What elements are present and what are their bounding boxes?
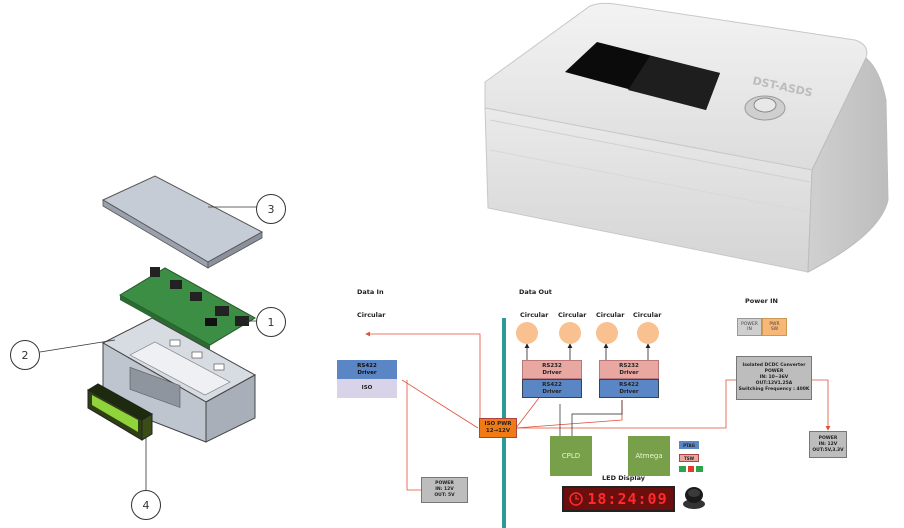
rs422-in-driver: RS422 Driver: [337, 360, 397, 379]
data-in-label: Data In: [357, 288, 384, 296]
power-sw-left: POWER IN: [737, 318, 762, 336]
rs422-driver-b: RS422 Driver: [599, 379, 659, 398]
led-indicators: [679, 466, 704, 472]
circular-connector-4: [637, 322, 659, 344]
circular-connector-3: [596, 322, 618, 344]
rs232-driver-a: RS232 Driver: [522, 360, 582, 379]
rs232-driver-b: RS232 Driver: [599, 360, 659, 379]
iso-pwr-block: ISO PWR 12→12V: [479, 418, 517, 438]
circular-out-label-2: Circular: [558, 311, 587, 319]
power-in-label: Power IN: [745, 297, 778, 305]
circular-connector-1: [516, 322, 538, 344]
power-sw-right: PWR SW: [762, 318, 787, 336]
callout-2: 2: [10, 340, 40, 370]
iso-block: ISO: [337, 379, 397, 398]
circular-connector-2: [559, 322, 581, 344]
clock-icon: [569, 492, 584, 506]
rs422-driver-a: RS422 Driver: [522, 379, 582, 398]
callout-4: 4: [131, 490, 161, 520]
circular-out-label-3: Circular: [596, 311, 625, 319]
circular-out-label-1: Circular: [520, 311, 549, 319]
callout-3: 3: [256, 194, 286, 224]
atmega-block: Atmega: [628, 436, 670, 476]
enclosure-side: [807, 57, 889, 273]
clock-time: 18:24:09: [587, 490, 668, 508]
cpld-block: CPLD: [550, 436, 592, 476]
power-switch-block: POWER IN PWR SW: [737, 318, 787, 336]
circular-in-label: Circular: [357, 311, 386, 319]
callout-1: 1: [256, 307, 286, 337]
rotary-knob-icon: [683, 487, 705, 509]
exploded-view: [39, 175, 264, 490]
led-clock-display: 18:24:09: [562, 486, 675, 512]
circular-out-label-4: Circular: [633, 311, 662, 319]
power-bottom-block: POWER IN: 12V OUT: 5V: [421, 477, 468, 503]
tag-red: TSW: [679, 454, 699, 462]
data-out-label: Data Out: [519, 288, 552, 296]
tag-blue: PTAG: [679, 441, 699, 449]
power-right-block: POWER IN: 12V OUT:5V,3.3V: [809, 431, 847, 458]
led-display-label: LED Display: [602, 474, 646, 482]
dcdc-converter-block: Isolated DCDC Converter POWER IN: 10~36V…: [736, 356, 812, 400]
device-render: DST-ASDS: [484, 2, 889, 273]
